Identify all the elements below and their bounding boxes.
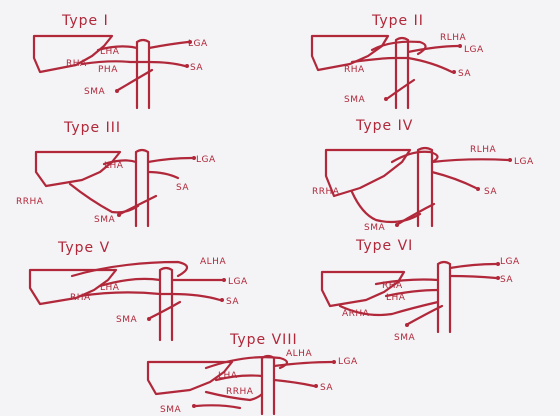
label-sma: SMA xyxy=(394,333,415,343)
label-arha: ARHA xyxy=(342,309,370,319)
lga-artery xyxy=(432,159,508,162)
label-sa: SA xyxy=(484,187,497,197)
label-rrha: RRHA xyxy=(16,197,44,207)
label-lga: LGA xyxy=(500,257,520,267)
panel-title: Type III xyxy=(63,120,121,136)
label-rlha: RLHA xyxy=(470,145,497,155)
label-sma: SMA xyxy=(344,95,365,105)
label-sa: SA xyxy=(226,297,239,307)
label-lha: LHA xyxy=(104,161,124,171)
panel-type-1: Type I LHA RHA PHA LGA SA SMA xyxy=(34,13,208,108)
panel-title: Type II xyxy=(371,13,424,29)
sma-endpoint xyxy=(147,317,151,321)
sa-endpoint xyxy=(476,187,480,191)
label-alha: ALHA xyxy=(200,257,226,267)
sma-endpoint xyxy=(395,223,399,227)
sma-artery xyxy=(120,196,156,214)
label-rrha: RRHA xyxy=(226,387,254,397)
lga-endpoint xyxy=(222,278,226,282)
label-lha: LHA xyxy=(100,47,120,57)
sa-endpoint xyxy=(452,70,456,74)
sa-endpoint xyxy=(314,384,318,388)
lga-artery xyxy=(149,42,188,48)
panel-title: Type VIII xyxy=(229,332,298,348)
common-hepatic-trunk xyxy=(352,58,452,72)
lga-artery xyxy=(148,158,192,162)
label-pha: PHA xyxy=(98,65,118,75)
label-alha: ALHA xyxy=(286,349,312,359)
panel-type-2: Type II RLHA LGA RHA SA SMA xyxy=(312,13,484,108)
label-rrha: RRHA xyxy=(312,187,340,197)
label-lga: LGA xyxy=(196,155,216,165)
panel-type-4: Type IV RLHA LGA RRHA SA SMA xyxy=(312,118,534,233)
label-sma: SMA xyxy=(116,315,137,325)
panel-type-3: Type III LHA LGA SA RRHA SMA xyxy=(16,120,216,226)
sma-artery xyxy=(150,302,180,318)
lga-endpoint xyxy=(508,158,512,162)
label-lga: LGA xyxy=(228,277,248,287)
aorta xyxy=(136,150,148,226)
sma-artery xyxy=(398,204,434,224)
panel-title: Type VI xyxy=(355,238,413,254)
aorta xyxy=(396,38,408,108)
panel-title: Type V xyxy=(57,240,110,256)
common-hepatic-trunk xyxy=(80,292,220,300)
label-lha: LHA xyxy=(218,371,238,381)
lga-endpoint xyxy=(332,360,336,364)
lga-artery xyxy=(274,362,332,366)
label-sa: SA xyxy=(320,383,333,393)
sma-artery xyxy=(118,70,152,90)
splenic-artery xyxy=(450,276,496,278)
label-rha: RHA xyxy=(66,59,87,69)
label-lga: LGA xyxy=(338,357,358,367)
label-sma: SMA xyxy=(160,405,181,415)
sma-endpoint xyxy=(384,97,388,101)
sma-endpoint xyxy=(405,323,409,327)
panel-type-8: Type VIII ALHA LGA LHA RRHA SA SMA xyxy=(148,332,358,415)
sma-artery xyxy=(388,80,414,98)
sma-endpoint xyxy=(192,404,196,408)
lga-endpoint xyxy=(458,44,462,48)
label-rlha: RLHA xyxy=(440,33,467,43)
panel-type-6: Type VI LGA SA RHA LHA ARHA SMA xyxy=(322,238,520,343)
splenic-artery xyxy=(432,172,476,188)
label-rha: RHA xyxy=(70,293,91,303)
sma-endpoint xyxy=(117,213,121,217)
label-sa: SA xyxy=(500,275,513,285)
panel-title: Type I xyxy=(61,13,109,29)
label-sma: SMA xyxy=(364,223,385,233)
label-sa: SA xyxy=(176,183,189,193)
label-lga: LGA xyxy=(514,157,534,167)
aorta xyxy=(262,356,274,414)
label-sma: SMA xyxy=(94,215,115,225)
label-rha: RHA xyxy=(382,281,403,291)
sa-endpoint xyxy=(220,298,224,302)
label-lha: LHA xyxy=(386,293,406,303)
aorta xyxy=(160,268,172,340)
label-sa: SA xyxy=(190,63,203,73)
splenic-artery xyxy=(148,172,178,178)
label-sma: SMA xyxy=(84,87,105,97)
rlha-branch xyxy=(392,152,438,162)
label-rha: RHA xyxy=(344,65,365,75)
sma-endpoint xyxy=(115,89,119,93)
label-sa: SA xyxy=(458,69,471,79)
lga-artery xyxy=(408,46,458,52)
splenic-artery xyxy=(274,380,314,386)
lga-artery xyxy=(450,264,496,268)
label-lga: LGA xyxy=(464,45,484,55)
panel-type-5: Type V ALHA LHA LGA RHA SA SMA xyxy=(30,240,248,340)
label-lga: LGA xyxy=(188,39,208,49)
sma-artery xyxy=(196,405,240,408)
aorta xyxy=(438,262,450,332)
sa-endpoint xyxy=(185,64,189,68)
panel-title: Type IV xyxy=(355,118,413,134)
label-lha: LHA xyxy=(100,283,120,293)
rrha-branch xyxy=(70,184,138,212)
